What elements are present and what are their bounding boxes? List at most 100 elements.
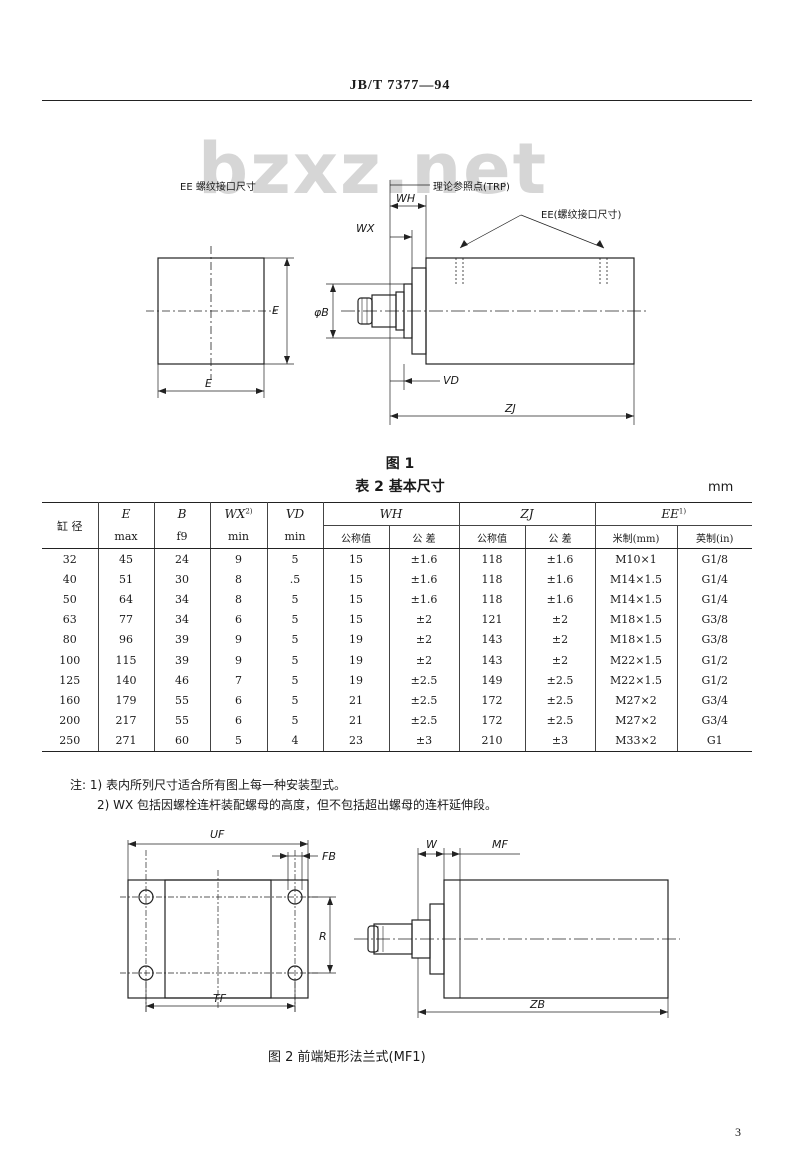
cell-wh-tolerance: ±2.5 [388, 670, 460, 691]
cell-vd: 5 [266, 710, 324, 731]
vd-subheader: min [266, 525, 324, 549]
cell-e: 77 [97, 609, 155, 630]
cell-wh-nominal: 19 [322, 670, 390, 691]
cell-zj-nominal: 118 [458, 589, 526, 610]
cell-ee-imperial: G1/4 [676, 569, 752, 590]
cell-wh-tolerance: ±2.5 [388, 690, 460, 711]
cell-ee-imperial: G3/4 [676, 710, 752, 731]
e-header: E [121, 507, 131, 522]
cell-vd: 5 [266, 629, 324, 650]
wx-subheader: min [209, 525, 268, 549]
trp-label: 理论参照点(TRP) [433, 180, 510, 193]
cell-wh-nominal: 19 [322, 649, 390, 671]
cell-zj-nominal: 121 [458, 609, 526, 630]
cell-wx: 8 [209, 569, 268, 590]
cell-zj-tolerance: ±2 [524, 609, 596, 630]
cell-zj-nominal: 149 [458, 670, 526, 691]
cell-zj-tolerance: ±2 [524, 629, 596, 650]
ee-header: EE [661, 507, 679, 521]
cell-b: 46 [153, 670, 211, 691]
b-header: B [177, 507, 187, 522]
wh-nominal-header: 公称值 [322, 525, 390, 549]
zj-header: ZJ [520, 507, 534, 521]
cell-e: 96 [97, 629, 155, 650]
ee-imperial-header: 英制(in) [676, 525, 752, 549]
cell-ee-metric: M14×1.5 [594, 589, 678, 610]
cell-wh-nominal: 21 [322, 710, 390, 731]
cell-wh-tolerance: ±2.5 [388, 710, 460, 731]
cell-ee-imperial: G3/4 [676, 690, 752, 711]
cell-bore: 80 [42, 629, 99, 650]
cell-wh-tolerance: ±1.6 [388, 589, 460, 610]
cell-wx: 9 [209, 649, 268, 671]
cell-zj-nominal: 118 [458, 548, 526, 570]
cell-e: 45 [97, 548, 155, 570]
cell-wx: 9 [209, 548, 268, 570]
cell-e: 51 [97, 569, 155, 590]
wh-header: WH [379, 507, 403, 521]
cell-zj-tolerance: ±2.5 [524, 690, 596, 711]
cell-b: 39 [153, 649, 211, 671]
zj-tolerance-header: 公 差 [524, 525, 596, 549]
cell-bore: 40 [42, 569, 99, 590]
cell-wh-nominal: 15 [322, 589, 390, 610]
cell-vd: 5 [266, 649, 324, 671]
cell-wh-tolerance: ±2 [388, 609, 460, 630]
note-1: 注: 1) 表内所列尺寸适合所有图上每一种安装型式。 [70, 778, 346, 792]
cell-bore: 50 [42, 589, 99, 610]
cell-wh-nominal: 19 [322, 629, 390, 650]
e-horizontal-label: E [205, 377, 212, 390]
ee-metric-header: 米制(mm) [594, 525, 678, 549]
cell-zj-tolerance: ±3 [524, 730, 596, 752]
cell-bore: 63 [42, 609, 99, 630]
cell-b: 34 [153, 589, 211, 610]
cell-wx: 9 [209, 629, 268, 650]
cell-b: 55 [153, 690, 211, 711]
e-subheader: max [98, 525, 155, 549]
cell-zj-tolerance: ±1.6 [524, 569, 596, 590]
cell-ee-metric: M33×2 [594, 730, 678, 752]
cell-zj-nominal: 143 [458, 649, 526, 671]
cell-e: 217 [97, 710, 155, 731]
ee-footnote-mark: 1) [678, 507, 687, 516]
cell-bore: 250 [42, 730, 99, 752]
cell-zj-nominal: 172 [458, 710, 526, 731]
zb-label: ZB [529, 998, 545, 1011]
cell-ee-imperial: G1 [676, 730, 752, 752]
cell-bore: 125 [42, 670, 99, 691]
cell-ee-metric: M22×1.5 [594, 649, 678, 671]
cell-zj-tolerance: ±2 [524, 649, 596, 671]
cell-bore: 160 [42, 690, 99, 711]
cell-vd: 5 [266, 609, 324, 630]
cell-zj-nominal: 118 [458, 569, 526, 590]
cell-bore: 100 [42, 649, 99, 671]
cell-vd: 4 [266, 730, 324, 752]
figure-2-caption: 图 2 前端矩形法兰式(MF1) [268, 1050, 426, 1065]
cell-zj-nominal: 210 [458, 730, 526, 752]
table-unit: mm [708, 480, 734, 495]
cell-ee-metric: M18×1.5 [594, 609, 678, 630]
cell-wx: 7 [209, 670, 268, 691]
b-subheader: f9 [153, 525, 211, 549]
cell-wh-nominal: 15 [322, 548, 390, 570]
watermark: bzxz.net [198, 128, 549, 210]
cell-zj-tolerance: ±2.5 [524, 710, 596, 731]
fb-label: FB [322, 850, 336, 863]
cell-vd: 5 [266, 670, 324, 691]
cell-wh-tolerance: ±2 [388, 629, 460, 650]
cell-wh-nominal: 15 [322, 609, 390, 630]
vd-label: VD [443, 374, 459, 387]
cell-vd: 5 [266, 548, 324, 570]
cell-vd: 5 [266, 589, 324, 610]
cell-wh-nominal: 21 [322, 690, 390, 711]
header-rule [42, 100, 752, 101]
cell-ee-imperial: G1/4 [676, 589, 752, 610]
cell-ee-imperial: G1/2 [676, 670, 752, 691]
cell-b: 24 [153, 548, 211, 570]
